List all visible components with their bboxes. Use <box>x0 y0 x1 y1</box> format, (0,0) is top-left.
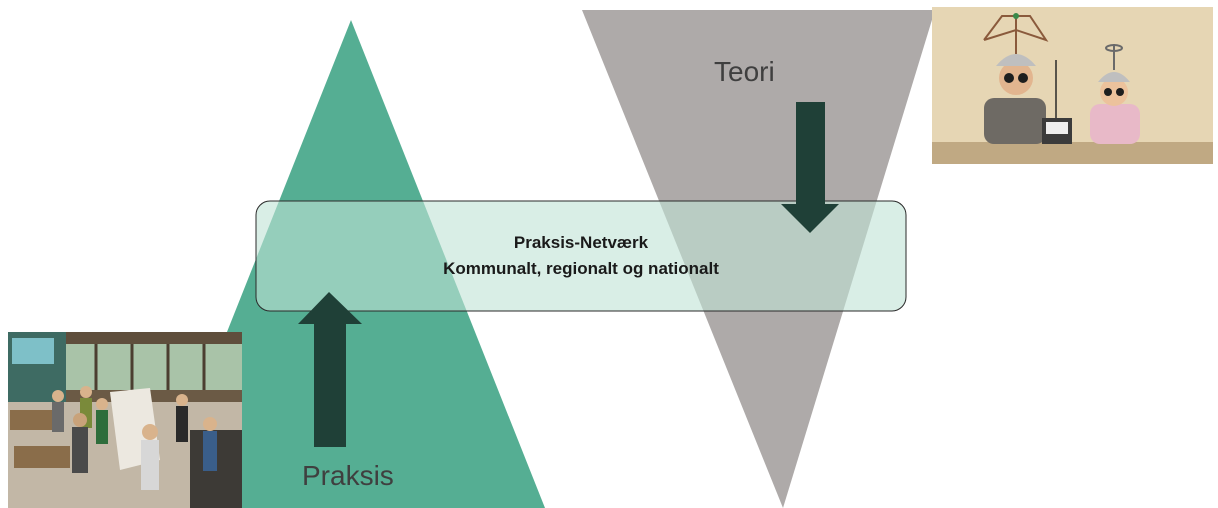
teori-label: Teori <box>714 56 775 87</box>
classroom-photo <box>8 332 242 508</box>
network-box <box>255 200 907 312</box>
praksis-label: Praksis <box>302 460 394 491</box>
network-subtitle: Kommunalt, regionalt og nationalt <box>443 259 719 278</box>
mind-reading-helmets-photo <box>932 7 1213 164</box>
network-title: Praksis-Netværk <box>513 233 649 252</box>
network-box-text: Praksis-Netværk Kommunalt, regionalt og … <box>256 230 906 282</box>
up-arrow <box>298 292 362 447</box>
down-arrow <box>781 102 839 233</box>
